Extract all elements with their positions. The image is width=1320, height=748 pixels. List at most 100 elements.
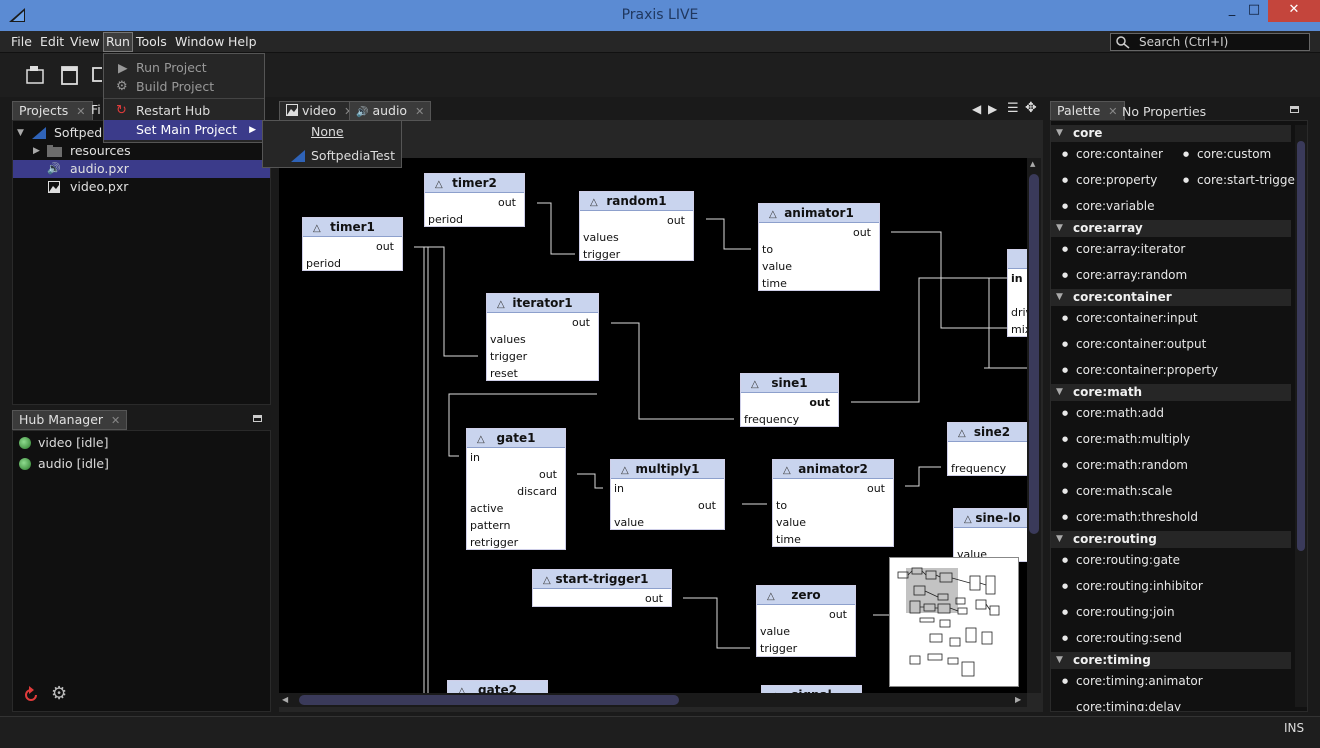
node-animator1[interactable]: △animator1 out to value time <box>758 203 880 291</box>
palette-item[interactable]: core:timing:animator <box>1062 673 1203 689</box>
menu-view[interactable]: View <box>70 34 100 49</box>
palette-item[interactable]: core:container:property <box>1062 362 1218 378</box>
palette-category-core[interactable]: ▼core <box>1051 125 1291 142</box>
palette-item[interactable]: core:math:scale <box>1062 483 1172 499</box>
node-timer2[interactable]: △timer2 out period <box>424 173 525 227</box>
close-tab-icon[interactable]: ✕ <box>111 414 121 427</box>
palette-item[interactable]: core:property <box>1062 172 1157 188</box>
close-tab-icon[interactable]: ✕ <box>1108 105 1118 118</box>
node-gate2[interactable]: △gate2 <box>447 680 548 693</box>
node-start-trigger1[interactable]: △start-trigger1 out <box>532 569 672 607</box>
tree-item-video[interactable]: video.pxr <box>13 178 270 196</box>
scroll-tabs-right-icon[interactable]: ▶ <box>988 102 998 116</box>
palette-category-container[interactable]: ▼core:container <box>1051 289 1291 306</box>
palette-item[interactable]: core:routing:gate <box>1062 552 1180 568</box>
close-icon[interactable]: ✕ <box>1268 0 1320 22</box>
minimize-panel-icon[interactable] <box>253 415 262 422</box>
tree-item-project[interactable]: ▼ Softpedia <box>17 125 114 140</box>
palette-category-routing[interactable]: ▼core:routing <box>1051 531 1291 548</box>
minimize-icon[interactable]: _ <box>1228 2 1236 17</box>
node-animator2[interactable]: △animator2 out to value time <box>772 459 894 547</box>
tab-list-icon[interactable]: ☰ <box>1007 101 1019 116</box>
menu-help[interactable]: Help <box>228 34 257 49</box>
node-timer1[interactable]: △timer1 out period <box>302 217 403 271</box>
palette-scrollbar[interactable] <box>1295 125 1307 707</box>
canvas-vertical-scrollbar[interactable]: ▲ <box>1027 158 1041 693</box>
tree-item-resources[interactable]: ▶ resources <box>33 143 131 158</box>
close-tab-icon[interactable]: ✕ <box>344 105 353 118</box>
expand-icon[interactable]: ▼ <box>17 128 24 138</box>
maximize-icon[interactable]: □ <box>1247 2 1261 17</box>
palette-item[interactable]: core:timing:delay <box>1076 699 1181 711</box>
menu-edit[interactable]: Edit <box>40 34 65 49</box>
close-tab-icon[interactable]: ✕ <box>76 105 86 118</box>
open-project-icon[interactable] <box>58 63 82 87</box>
palette-item[interactable]: core:custom <box>1183 146 1271 162</box>
palette-item[interactable]: core:start-trigger <box>1183 172 1300 188</box>
menu-tools[interactable]: Tools <box>136 34 167 49</box>
canvas-minimap[interactable] <box>889 557 1019 687</box>
collapse-icon[interactable]: ▶ <box>33 146 40 156</box>
palette-item[interactable]: core:array:random <box>1062 267 1187 283</box>
node-multiply1[interactable]: △multiply1 in out value <box>610 459 725 530</box>
tab-hub-manager[interactable]: Hub Manager✕ <box>12 410 128 430</box>
palette-scroll-thumb[interactable] <box>1297 141 1305 551</box>
scroll-tabs-left-icon[interactable]: ◀ <box>972 102 982 116</box>
palette-item[interactable]: core:routing:send <box>1062 630 1182 646</box>
horizontal-scroll-thumb[interactable] <box>299 695 679 705</box>
submenu-item-none[interactable]: None <box>311 124 344 139</box>
palette-item[interactable]: core:routing:join <box>1062 604 1175 620</box>
restart-icon[interactable] <box>21 685 41 705</box>
vertical-scroll-thumb[interactable] <box>1029 174 1039 534</box>
palette-item[interactable]: core:container:input <box>1062 310 1198 326</box>
palette-item[interactable]: core:container <box>1062 146 1163 162</box>
close-tab-icon[interactable]: ✕ <box>415 105 425 118</box>
palette-item[interactable]: core:container:output <box>1062 336 1206 352</box>
palette-item[interactable]: core:math:random <box>1062 457 1188 473</box>
save-icon[interactable] <box>90 63 102 87</box>
new-project-icon[interactable] <box>24 63 48 87</box>
node-signal[interactable]: △signal <box>761 685 862 693</box>
menu-item-run-project[interactable]: ▶Run Project <box>104 58 264 78</box>
palette-category-timing[interactable]: ▼core:timing <box>1051 652 1291 669</box>
node-sine2[interactable]: △sine2 frequency <box>947 422 1027 476</box>
menu-file[interactable]: File <box>11 34 32 49</box>
maximize-editor-icon[interactable]: ✥ <box>1025 100 1037 116</box>
tab-palette[interactable]: Palette✕ <box>1050 101 1125 121</box>
palette-category-math[interactable]: ▼core:math <box>1051 384 1291 401</box>
hub-item-audio[interactable]: audio [idle] <box>38 456 109 471</box>
tab-properties[interactable]: No Properties <box>1122 104 1207 119</box>
search-input[interactable]: Search (Ctrl+I) <box>1110 33 1310 51</box>
palette-item[interactable]: core:math:multiply <box>1062 431 1190 447</box>
node-sine1[interactable]: △sine1 out frequency <box>740 373 839 427</box>
node-random1[interactable]: △random1 out values trigger <box>579 191 694 261</box>
tab-audio[interactable]: 🔊 audio✕ <box>349 101 432 121</box>
node-sine-lo[interactable]: △sine-lo value <box>953 508 1027 562</box>
palette-item[interactable]: core:math:add <box>1062 405 1164 421</box>
palette-item[interactable]: core:array:iterator <box>1062 241 1185 257</box>
menu-window[interactable]: Window <box>175 34 225 49</box>
node-mixer-partial[interactable]: in driv mix <box>1007 249 1027 337</box>
menu-item-build-project[interactable]: ⚙Build Project <box>104 77 264 97</box>
scroll-left-icon[interactable]: ◀ <box>282 695 289 704</box>
palette-item[interactable]: core:math:threshold <box>1062 509 1198 525</box>
canvas-horizontal-scrollbar[interactable]: ◀ ▶ <box>279 693 1027 707</box>
node-iterator1[interactable]: △iterator1 out values trigger reset <box>486 293 599 381</box>
tree-item-audio[interactable]: 🔊 audio.pxr <box>13 160 270 178</box>
scroll-right-icon[interactable]: ▶ <box>1015 695 1022 704</box>
palette-item[interactable]: core:routing:inhibitor <box>1062 578 1203 594</box>
submenu-item-softpediatest[interactable]: SoftpediaTest <box>263 146 401 166</box>
menu-item-restart-hub[interactable]: ↻Restart Hub <box>104 101 264 121</box>
node-gate1[interactable]: △gate1 in out discard active pattern ret… <box>466 428 566 550</box>
hub-item-video[interactable]: video [idle] <box>38 435 109 450</box>
menu-run[interactable]: Run <box>103 32 133 52</box>
node-zero[interactable]: △zero out value trigger <box>756 585 856 657</box>
menu-item-set-main-project[interactable]: Set Main Project▶ <box>104 120 264 140</box>
tab-projects[interactable]: Projects✕ <box>12 101 93 121</box>
palette-category-array[interactable]: ▼core:array <box>1051 220 1291 237</box>
palette-item[interactable]: core:variable <box>1062 198 1155 214</box>
minimize-panel-icon[interactable] <box>1290 106 1299 113</box>
tab-files[interactable]: Fi <box>91 102 101 117</box>
scroll-up-icon[interactable]: ▲ <box>1030 160 1036 168</box>
settings-icon[interactable]: ⚙ <box>51 683 68 704</box>
